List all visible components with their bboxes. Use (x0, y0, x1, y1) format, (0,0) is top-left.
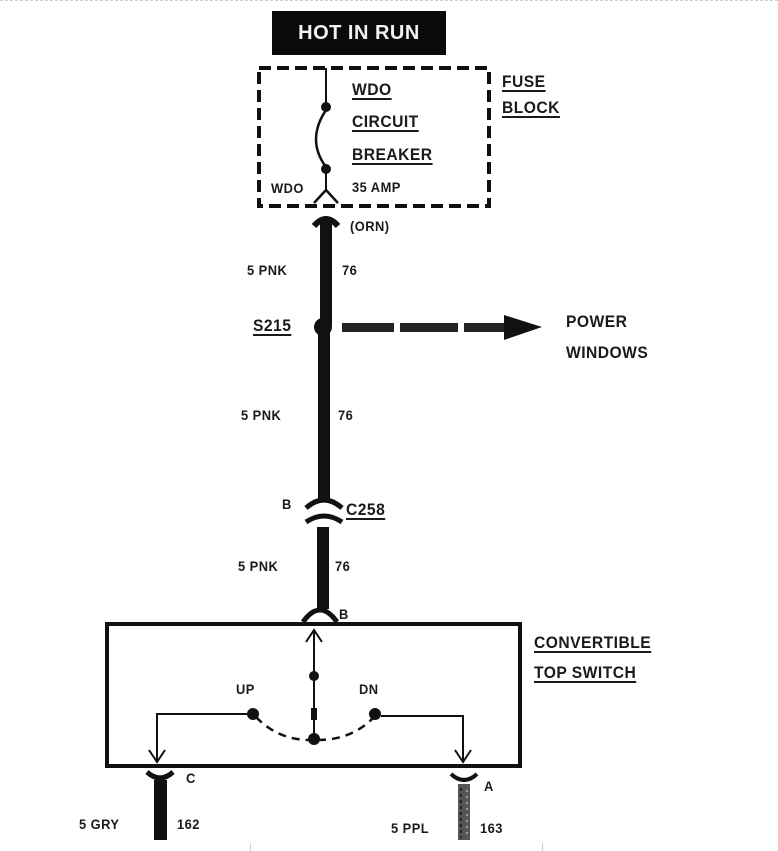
power-windows-line1: POWER (566, 312, 628, 331)
breaker-name-line3: BREAKER (352, 145, 433, 164)
output-a-circuit: 163 (480, 820, 503, 836)
power-windows-line2: WINDOWS (566, 343, 649, 362)
page-edge-tick (542, 843, 543, 851)
connector-pin-lower: B (339, 606, 349, 622)
page-edge-tick (250, 843, 251, 851)
breaker-contact-top-icon (321, 102, 331, 112)
fuse-block-outline (257, 66, 491, 208)
wire-3-circuit: 76 (335, 558, 351, 574)
switch-position-up: UP (236, 681, 255, 697)
hot-in-run-badge: HOT IN RUN (272, 11, 446, 55)
connector-c258-upper-icon (304, 497, 344, 510)
page-top-border (0, 0, 778, 4)
switch-outline (105, 622, 522, 768)
breaker-name-line2: CIRCUIT (352, 112, 419, 131)
breaker-rating: 35 AMP (352, 179, 401, 195)
arrow-right-icon (504, 315, 542, 340)
wire-2-gauge-color: 5 PNK (241, 407, 282, 423)
arrow-down-c-icon (148, 749, 166, 764)
fuse-terminal-icon (313, 188, 339, 204)
terminal-c-icon (145, 770, 175, 781)
wire-1-gauge-color: 5 PNK (247, 262, 288, 278)
dn-contact-icon (369, 708, 381, 720)
connector-color-label: (ORN) (350, 218, 390, 234)
breaker-name-line1: WDO (352, 80, 392, 99)
wire-3-gauge-color: 5 PNK (238, 558, 279, 574)
connector-pin-upper: B (282, 496, 292, 512)
arrow-down-a-icon (454, 749, 472, 764)
terminal-a-icon (449, 772, 479, 782)
switch-common-dot-icon (308, 733, 320, 745)
fuse-terminal-label: WDO (271, 180, 304, 196)
output-c-circuit: 162 (177, 816, 200, 832)
up-contact-icon (247, 708, 259, 720)
switch-label-line2: TOP SWITCH (534, 663, 637, 682)
connector-c258-lower-icon (304, 513, 344, 525)
switch-label-line1: CONVERTIBLE (534, 633, 652, 652)
switch-pin-c: C (186, 770, 196, 786)
switch-input-terminal-icon (300, 607, 340, 624)
male-terminal-icon (311, 216, 341, 229)
fuse-block-label-line2: BLOCK (502, 98, 560, 117)
switch-position-dn: DN (359, 681, 379, 697)
breaker-element-icon (314, 109, 328, 168)
output-a-gauge-color: 5 PPL (391, 820, 430, 836)
connector-id: C258 (346, 500, 386, 519)
wire-2-circuit: 76 (338, 407, 354, 423)
hot-in-run-text: HOT IN RUN (298, 21, 420, 44)
splice-id: S215 (253, 316, 292, 335)
fuse-block-label-line1: FUSE (502, 72, 546, 91)
breaker-contact-bottom-icon (321, 164, 331, 174)
switch-pivot-dot-icon (309, 671, 319, 681)
wire-1-circuit: 76 (342, 262, 358, 278)
output-c-gauge-color: 5 GRY (79, 816, 120, 832)
switch-pin-a: A (484, 778, 494, 794)
